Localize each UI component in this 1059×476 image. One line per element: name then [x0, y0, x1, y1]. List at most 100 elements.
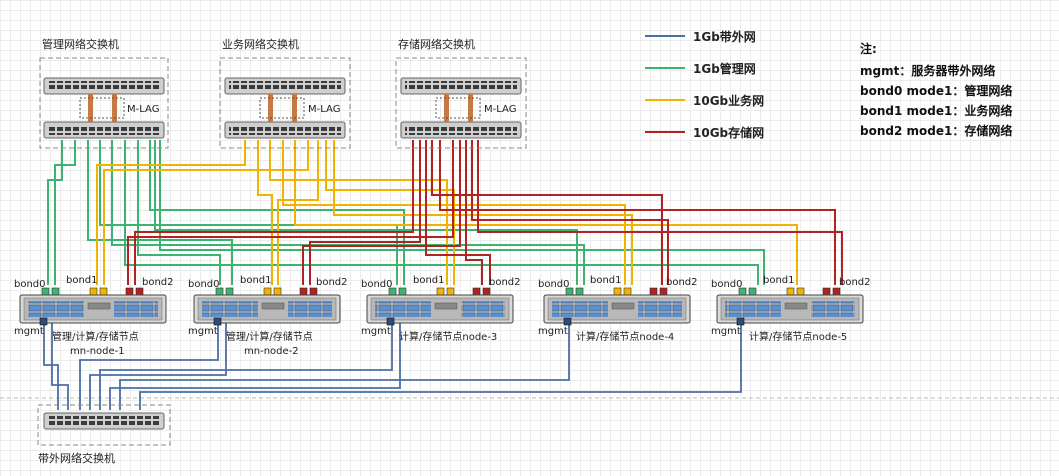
link-biz-n1	[96, 140, 246, 285]
nic-port	[263, 287, 272, 296]
notes-line-2: bond0 mode1：管理网络	[860, 83, 1012, 98]
link-oob-n2b	[89, 322, 227, 410]
nic-port	[822, 287, 831, 296]
link-mgmt-n4b	[154, 140, 578, 285]
oob-switch-group: 带外网络交换机	[37, 404, 171, 465]
link-sto-n3	[425, 140, 491, 285]
mgmt-label: mgmt	[361, 326, 391, 337]
link-sto-n1b	[127, 140, 454, 285]
bond1-label: bond1	[240, 275, 272, 286]
legend-label-oob: 1Gb带外网	[693, 29, 756, 44]
link-sto-n1	[134, 140, 414, 285]
link-biz-n2b	[277, 140, 319, 285]
storage-mlag-link-2	[468, 94, 473, 122]
nic-port	[398, 287, 407, 296]
server-display	[261, 302, 285, 310]
disk-bays-left	[28, 301, 84, 317]
bond2-label: bond2	[666, 277, 698, 288]
storage-switch-top-ports	[405, 81, 517, 91]
mgmt-port	[39, 317, 48, 326]
oob-links	[43, 322, 742, 410]
mgmt-port	[736, 317, 745, 326]
bond1-label: bond1	[763, 275, 795, 286]
nic-port	[299, 287, 308, 296]
nic-port	[796, 287, 805, 296]
server-display	[611, 302, 635, 310]
bond0-label: bond0	[361, 279, 393, 290]
biz-mlag-link	[268, 94, 273, 122]
mgmt-port	[563, 317, 572, 326]
link-mgmt-n3	[99, 140, 398, 285]
server-display	[87, 302, 111, 310]
disk-bays-left	[375, 301, 431, 317]
disk-bays-right	[461, 301, 505, 317]
mgmt-switch-frame	[39, 57, 169, 149]
storage-switch-label: 存储网络交换机	[398, 37, 475, 51]
disk-bays-left	[552, 301, 608, 317]
nic-port	[786, 287, 795, 296]
biz-mlag-box	[259, 97, 305, 119]
nic-port	[472, 287, 481, 296]
link-biz-n3	[269, 140, 448, 285]
nic-port	[748, 287, 757, 296]
storage-switch-bottom-ports	[405, 125, 517, 135]
nic-port	[51, 287, 60, 296]
bond0-label: bond0	[188, 279, 220, 290]
nic-port	[89, 287, 98, 296]
mgmt-port	[386, 317, 395, 326]
mgmt-mlag-link-2	[112, 94, 117, 122]
server-name-label: mn-node-1	[70, 346, 125, 357]
nic-port	[309, 287, 318, 296]
server-role-label: 管理/计算/存储节点	[52, 330, 139, 343]
link-oob-n1	[43, 322, 59, 410]
disk-bays-right	[114, 301, 158, 317]
link-sto-n5b	[477, 140, 843, 285]
storage-switch-frame	[395, 57, 527, 149]
bond2-label: bond2	[316, 277, 348, 288]
link-mgmt-n4	[111, 140, 585, 285]
mgmt-label: mgmt	[538, 326, 568, 337]
legend-label-mgmt: 1Gb管理网	[693, 61, 756, 76]
oob-switch-ports	[48, 416, 160, 426]
server-role-label: 计算/存储节点node-5	[749, 330, 847, 343]
server-role-label: 计算/存储节点node-4	[576, 330, 674, 343]
link-oob-n3b	[109, 322, 401, 410]
nic-port	[738, 287, 747, 296]
nic-port	[482, 287, 491, 296]
nic-port	[99, 287, 108, 296]
mgmt-label: mgmt	[711, 326, 741, 337]
nic-port	[446, 287, 455, 296]
mgmt-mlag-label: M-LAG	[127, 104, 159, 115]
link-biz-n4b	[333, 140, 633, 285]
mgmt-switch-group: 管理网络交换机 M-LAG	[39, 37, 169, 149]
bond0-label: bond0	[14, 279, 46, 290]
bond2-label: bond2	[489, 277, 521, 288]
nic-port	[649, 287, 658, 296]
biz-mlag-link-2	[292, 94, 297, 122]
server-display	[434, 302, 458, 310]
storage-switch-group: 存储网络交换机 M-LAG	[395, 37, 527, 149]
bond2-label: bond2	[839, 277, 871, 288]
nic-port	[623, 287, 632, 296]
storage-mlag-box	[435, 97, 481, 119]
link-sto-n4	[431, 140, 663, 285]
mgmt-switch-label: 管理网络交换机	[42, 37, 119, 51]
disk-bays-right	[638, 301, 682, 317]
link-biz-n2	[257, 140, 273, 285]
biz-mlag-label: M-LAG	[308, 104, 340, 115]
notes-line-1: mgmt：服务器带外网络	[860, 63, 995, 78]
nic-port	[41, 287, 50, 296]
bond0-label: bond0	[538, 279, 570, 290]
mgmt-label: mgmt	[188, 326, 218, 337]
link-mgmt-n1	[54, 140, 76, 285]
disk-bays-left	[725, 301, 781, 317]
mgmt-mlag-link	[88, 94, 93, 122]
bond2-label: bond2	[142, 277, 174, 288]
biz-switch-bottom-ports	[229, 125, 341, 135]
nic-port	[135, 287, 144, 296]
notes-block: 注: mgmt：服务器带外网络 bond0 mode1：管理网络 bond1 m…	[860, 41, 1012, 138]
nic-port	[613, 287, 622, 296]
